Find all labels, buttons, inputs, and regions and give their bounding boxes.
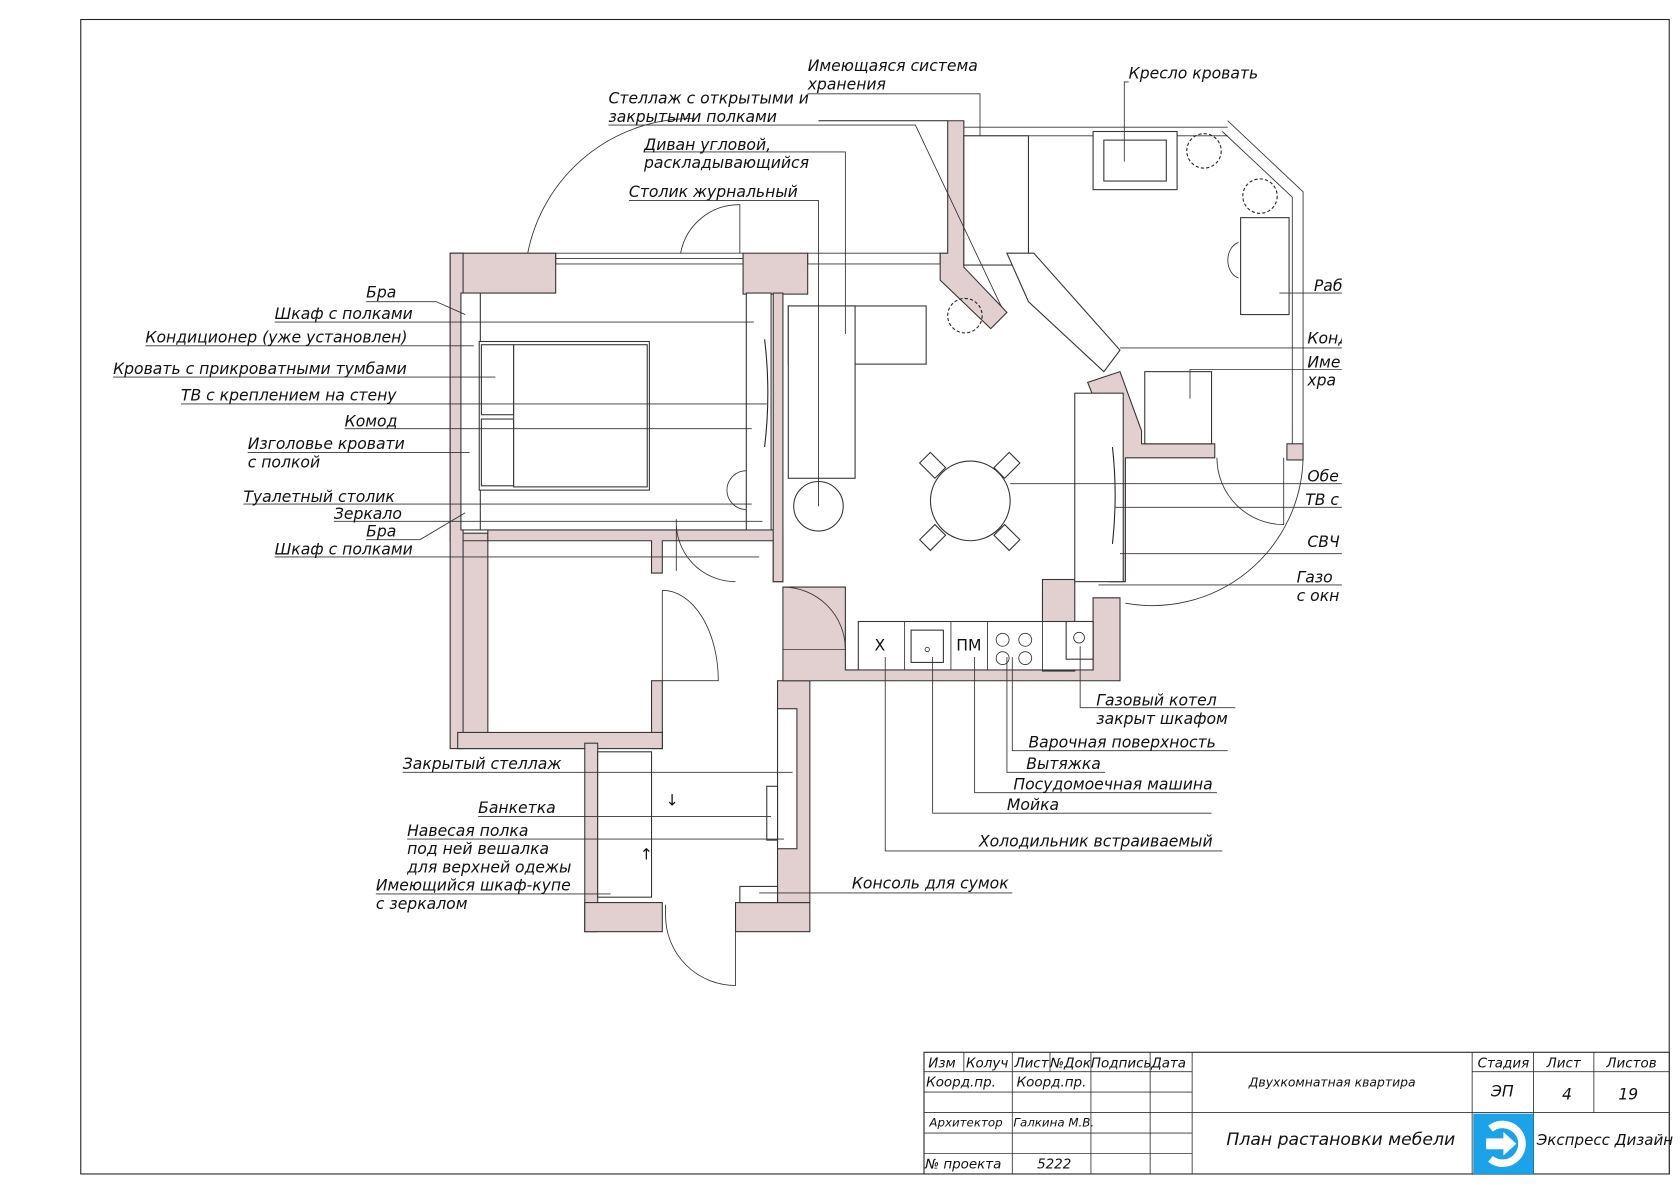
bag-console [739,885,779,904]
arrow-up-icon: ↑ [640,846,653,864]
label-shelf-top: Шкаф с полками [275,305,413,323]
object-name: Двухкомнатная квартира [1248,1076,1416,1090]
label-shelf-bottom: Шкаф с полками [275,541,413,559]
windows [555,120,1304,444]
header-date: Дата [1150,1056,1186,1071]
label-right-storage: Име [1307,353,1340,371]
dishwasher-mark: ПМ [956,637,981,655]
label-dining: Обе [1307,468,1339,486]
label-hob: Варочная поверхность [1028,734,1215,752]
label-work: Раб [1314,277,1343,295]
walls [449,120,1304,933]
label-gas-2: с окн [1297,587,1340,605]
project-number: 5222 [1037,1158,1071,1173]
gas-boiler [1065,620,1094,660]
closed-rack [776,708,798,850]
bedroom-wardrobe [460,292,481,531]
label-aircon: Кондиционер (уже установлен) [145,329,407,347]
label-fridge: Холодильник встраиваемый [978,833,1213,851]
header-list: Лист [1013,1056,1049,1071]
label-dresser: Комод [345,413,398,431]
work-desk [1240,217,1290,316]
sheet-title: План растановки мебели [1226,1130,1455,1150]
label-headboard-2: с полкой [248,454,320,472]
bedroom-tv [764,339,769,448]
sheet-frame [80,18,1670,1175]
plant-icon [1186,133,1222,169]
sink-icon [910,629,944,663]
label-vanity: Туалетный столик [243,488,395,506]
label-boiler-2: закрыт шкафом [1096,710,1228,728]
sheets-label: Листов [1605,1056,1656,1071]
storage-rack [963,135,1029,266]
sheets-value: 19 [1618,1086,1638,1104]
coord-1: Коорд.пр. [926,1076,996,1091]
label-gas: Газо [1297,569,1333,587]
labels: Бра Шкаф с полками Кондиционер (уже уста… [113,57,1349,913]
header-koluch: Колуч [966,1056,1008,1071]
furniture: Х ПМ ↓ ↑ [460,130,1290,904]
company-name: Экспресс Дизайн [1536,1131,1674,1149]
label-storage: Имеющаяся система [808,57,978,75]
label-right-storage-2: хра [1306,372,1336,390]
label-bed: Кровать с прикроватными тумбами [113,360,407,378]
label-bra-bottom: Бра [366,522,396,540]
header-signature: Подпись [1091,1056,1152,1071]
fridge-mark: Х [874,637,885,655]
label-console: Консоль для сумок [852,875,1009,893]
label-bench: Банкетка [478,799,556,817]
architect-role: Архитектор [928,1116,1002,1130]
dining-table [929,460,1011,542]
header-doc: №Док [1049,1056,1092,1071]
label-headboard: Изголовье кровати [248,435,405,453]
label-bra-top: Бра [366,283,396,301]
label-chair-bed: Кресло кровать [1129,65,1259,83]
plant-icon [1242,178,1278,214]
label-cond: Конд [1307,330,1349,348]
sheet-label: Лист [1546,1056,1582,1071]
label-sink: Мойка [1007,796,1059,814]
project-label: № проекта [924,1158,1001,1173]
label-microwave: СВЧ [1307,533,1340,551]
door-swings [527,118,1304,986]
label-boiler: Газовый котел [1096,692,1216,710]
label-dishwasher: Посудомоечная машина [1013,776,1212,794]
label-tv-wall: ТВ с креплением на стену [181,387,397,405]
leader-lines [113,81,1342,895]
label-coffee-table: Столик журнальный [629,183,798,201]
label-hall-shelf-2: под ней вешалка [407,840,549,858]
hall-wardrobe [597,751,653,898]
label-hood: Вытяжка [1026,755,1101,773]
label-hall-shelf-3: для верхней одежы [406,858,571,876]
coord-2: Коорд.пр. [1017,1076,1087,1091]
architect-name: Галкина М.В. [1013,1116,1094,1130]
label-sofa-2: раскладывающийся [643,154,809,172]
label-wardrobe: Имеющийся шкаф-купе [376,877,571,895]
label-wardrobe-2: с зеркалом [376,895,468,913]
bench [766,785,779,841]
plant-icon [947,297,983,334]
label-mirror: Зеркало [334,505,402,523]
arrow-down-icon: ↓ [666,792,679,810]
title-block: Изм Колуч Лист №Док Подпись Дата Коорд.п… [923,1051,1674,1175]
stage-label: Стадия [1478,1056,1530,1071]
living-tv-unit [1074,392,1124,583]
label-closed-rack: Закрытый стеллаж [403,755,562,773]
label-hall-shelf: Навесая полка [407,822,528,840]
label-rack-2: закрытыми полками [608,108,776,126]
stage-value: ЭП [1490,1082,1514,1100]
label-sofa: Диван угловой, [643,136,771,154]
hob-icon [995,632,1033,666]
header-izm: Изм [928,1056,955,1071]
label-storage-2: хранения [807,76,886,94]
label-rack: Стеллаж с открытыми и [608,90,808,108]
sheet-value: 4 [1562,1086,1572,1104]
label-tv-right: ТВ с [1305,491,1339,509]
company-logo-icon [1473,1113,1534,1174]
